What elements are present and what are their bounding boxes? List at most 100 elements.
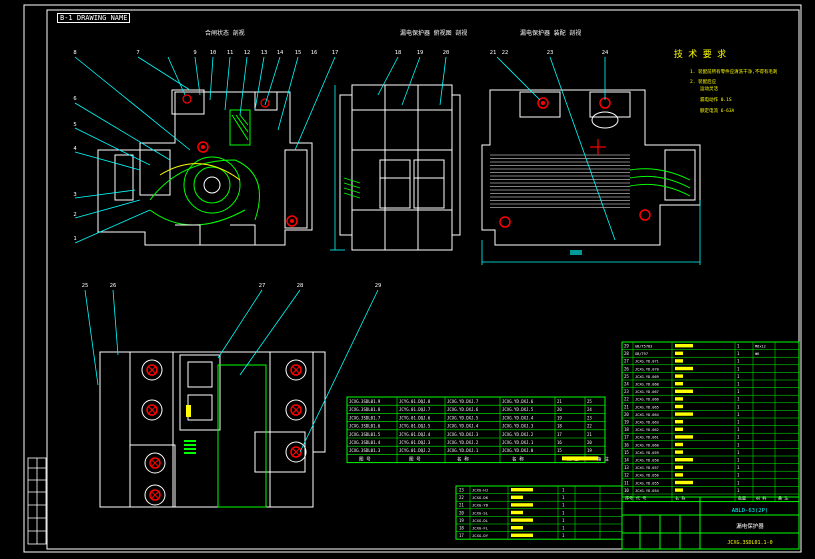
rear-hatch: [629, 168, 691, 197]
part-code: JCXG.YD.068: [635, 383, 659, 387]
part-spec: Φ6: [755, 352, 759, 356]
balloon-number: 23: [547, 50, 554, 56]
front-view-title: 合闸状态 剖视: [205, 29, 245, 37]
part-name-fill: [675, 480, 693, 485]
part-name-fill: [675, 404, 683, 409]
balloon-number: 12: [244, 50, 251, 56]
part-qty: 1: [737, 442, 740, 447]
part-code: JCXG.YD.063: [635, 421, 659, 425]
part-code: JCXG.YD.069: [635, 375, 659, 379]
lower-part-code: JCXG-DK: [472, 495, 489, 500]
side-view-title: 漏电保护器 俯视图 剖视: [400, 29, 467, 37]
part-number: 11: [624, 480, 629, 485]
title-subtitle: 漏电保护器: [736, 522, 764, 530]
label-cell: 20: [587, 440, 592, 445]
label-cell: JCXG.YD.DXJ.7: [447, 399, 479, 404]
label-cell: JCXG.YD.DXJ.0: [502, 448, 534, 453]
label-cell: JCXG.YD.DXJ.3: [447, 432, 479, 437]
balloon-number: 7: [136, 50, 139, 56]
label-cell: JCXG.3SDL01.9: [349, 399, 381, 404]
label-cell: JCYG.01.DQJ.4: [399, 432, 431, 437]
part-name-fill: [675, 450, 683, 454]
part-qty: 1: [737, 458, 740, 463]
part-code: JCXG.YD.071: [635, 360, 659, 364]
part-code: JCXG.YD.057: [635, 466, 659, 470]
part-qty: 1: [737, 404, 740, 409]
svg-text:额定电流 6-63A: 额定电流 6-63A: [700, 107, 735, 114]
label-cell: JCXG.YD.DXJ.6: [502, 399, 534, 404]
part-name-fill: [675, 366, 693, 371]
front-hole-bottom-core: [290, 219, 294, 223]
lower-part-qty: 1: [562, 533, 565, 538]
label-cell: 15: [557, 448, 562, 453]
part-name-fill: [675, 458, 693, 462]
bottom-leaders: [84, 289, 379, 453]
rear-hole-left: [537, 97, 549, 109]
rear-leaders: [481, 56, 701, 265]
lower-part-fill: [511, 533, 533, 537]
balloon-number: 8: [73, 50, 76, 56]
part-name-fill: [675, 420, 683, 424]
balloon-number: 16: [311, 50, 318, 56]
part-name-fill: [675, 427, 683, 431]
balloon-number: 20: [443, 50, 450, 56]
part-name-fill: [675, 412, 693, 416]
lower-part-qty: 1: [562, 510, 565, 515]
terminal-screw-icon: [285, 441, 307, 463]
label-header: 图 号: [409, 456, 421, 462]
rear-ribs: [490, 154, 630, 208]
part-name-fill: [675, 397, 683, 401]
terminal-screws: [141, 359, 307, 506]
rear-view-title: 漏电保护器 装配 剖视: [520, 29, 581, 37]
label-cell: JCXG.YD.DXJ.1: [447, 448, 479, 453]
balloon-number: 28: [297, 283, 304, 289]
part-number: 12: [624, 473, 629, 478]
part-code: JCXG.YD.055: [635, 481, 659, 485]
bottom-window: [217, 364, 267, 508]
label-header: 备 注: [597, 455, 609, 462]
part-code: JCXG.YD.065: [635, 405, 659, 409]
part-code: GB/T5783: [635, 345, 652, 349]
label-cell: JCXG.3SDL01.5: [349, 432, 381, 437]
part-number: 17: [624, 435, 629, 440]
label-header: 名 称: [457, 455, 469, 462]
part-code: GB/T97: [635, 352, 648, 356]
terminal-screw-icon: [285, 359, 307, 381]
balloon-number: 1: [73, 236, 76, 242]
inner-frame: [46, 9, 800, 550]
part-qty: 1: [737, 420, 740, 425]
label-cell: JCXG.YD.DXJ.5: [502, 407, 534, 412]
svg-text:漏电动作 0.1S: 漏电动作 0.1S: [700, 96, 732, 103]
part-name-fill: [675, 473, 683, 477]
label-cell: JCYG.01.DQJ.5: [399, 424, 431, 429]
label-cell: 21: [587, 432, 592, 437]
part-number: 24: [624, 382, 629, 387]
part-name-fill: [675, 442, 683, 447]
balloon-number: 27: [259, 283, 266, 289]
title-product-name: ABLD-63(2P): [732, 508, 768, 514]
balloon-number: 18: [395, 50, 402, 56]
balloon-number: 21: [490, 50, 497, 56]
balloon-number: 10: [210, 50, 217, 56]
balloon-number: 3: [73, 192, 76, 198]
lower-part-code: JCXG-HJ: [472, 488, 488, 493]
part-code: JCXG.YD.061: [635, 436, 659, 440]
part-name-fill: [675, 344, 693, 348]
bottom-plan-view: [99, 351, 326, 508]
label-cell: 19: [587, 448, 592, 453]
side-leaders: [330, 56, 447, 251]
part-name-fill: [675, 359, 683, 363]
label-cell: JCXG.YD.DXJ.2: [447, 440, 479, 445]
part-number: 18: [624, 427, 629, 432]
label-cell: JCXG.YD.DXJ.6: [447, 407, 479, 412]
label-cell: 24: [587, 407, 592, 412]
part-number: 28: [624, 351, 629, 356]
label-cell: 19: [557, 415, 562, 420]
balloon-number: 11: [227, 50, 234, 56]
lower-part-number: 18: [459, 526, 464, 531]
lower-part-number: 21: [459, 503, 464, 508]
label-cell: JCXG.YD.DXJ.4: [502, 415, 534, 420]
